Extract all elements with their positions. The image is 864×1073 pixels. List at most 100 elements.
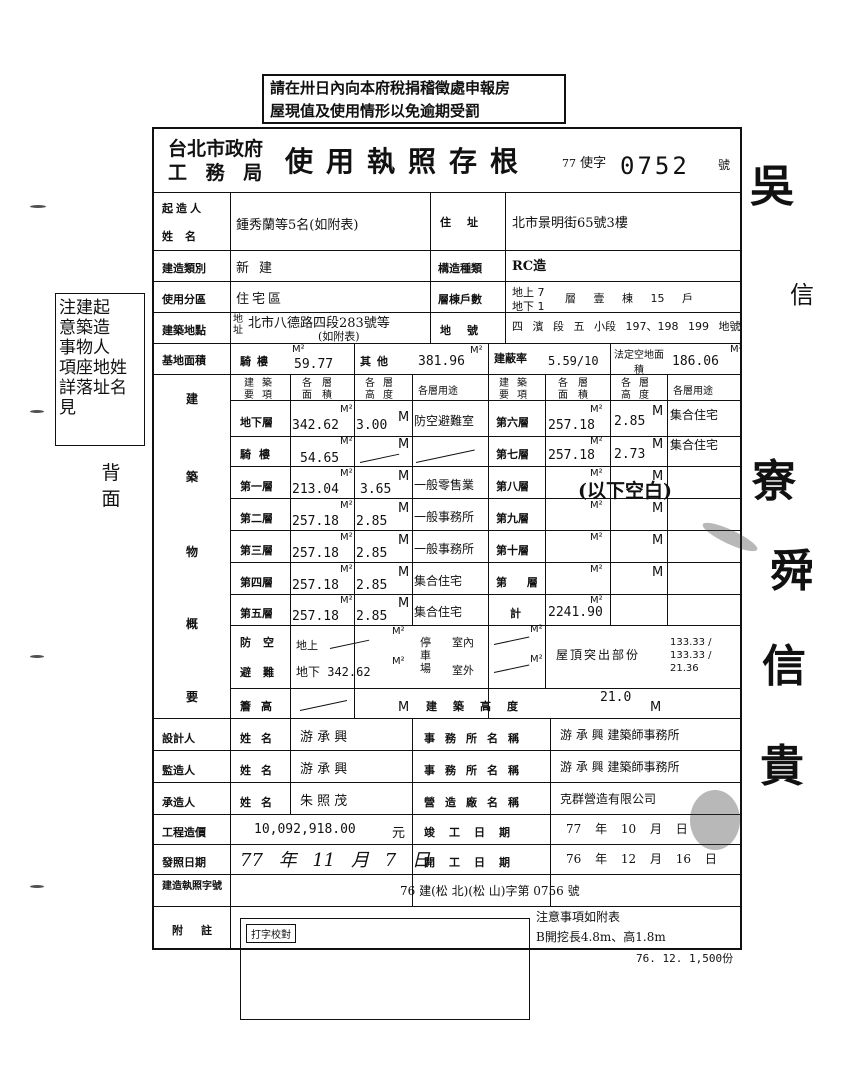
unit-m2: M² [590, 436, 603, 447]
cost-value: 10,092,918.00 [254, 822, 356, 837]
supervisor-name: 游 承 興 [300, 762, 348, 777]
col-line [667, 374, 668, 625]
contractor-name-label: 姓名 [240, 796, 282, 809]
col-header-height: 各層高度 [621, 378, 657, 401]
contractor-label: 承造人 [162, 796, 195, 809]
site-address-2: (如附表) [318, 330, 360, 343]
row-line [152, 281, 742, 282]
floor-area: 54.65 [300, 451, 340, 466]
floor-area: 342.62 [292, 418, 339, 433]
handwriting-char: 舜 [770, 546, 814, 597]
col-line [354, 343, 355, 718]
structure: RC造 [512, 259, 547, 274]
permit-form [152, 127, 742, 950]
col-line [430, 192, 431, 343]
floor-height: 2.73 [614, 447, 646, 462]
floor-use: 集合住宅 [670, 438, 719, 452]
total-area: 2241.90 [548, 605, 603, 620]
site-label: 建築地點 [162, 324, 206, 337]
applicant-name: 鍾秀蘭等5名(如附表) [236, 218, 359, 233]
building-height-label: 建築高度 [426, 700, 534, 713]
unit-m: M [398, 700, 410, 715]
notice-line-1: 請在卅日內向本府稅捐稽徵處申報房 [270, 79, 511, 97]
floor-name: 第 層 [496, 576, 538, 589]
floor-height: 2.85 [356, 514, 388, 529]
floor-area: 257.18 [292, 578, 339, 593]
supervisor-label: 監造人 [162, 764, 195, 777]
agency-line-2: 工 務 局 [168, 162, 269, 184]
handwriting-char: 信 [790, 281, 814, 309]
floor-area: 257.18 [292, 609, 339, 624]
unit-m: M [652, 533, 664, 548]
col-line [230, 192, 231, 950]
row-line [152, 750, 742, 751]
floor-name: 第三層 [240, 544, 273, 557]
row-line [152, 906, 742, 907]
designer-label: 設計人 [162, 732, 195, 745]
unit-m2: M² [590, 500, 603, 511]
section-char-3: 物 [186, 545, 199, 559]
row-line [152, 782, 742, 783]
row-line [230, 466, 742, 467]
lot-label: 地號 [440, 324, 494, 337]
unit-m: M [650, 700, 662, 715]
row-line [230, 400, 742, 401]
print-footer: 76. 12. 1,500份 [636, 952, 734, 965]
row-line [152, 192, 742, 193]
applicant-name-label: 姓名 [162, 230, 208, 243]
roof-values: 133.33 / 133.33 / 21.36 [670, 637, 712, 674]
contractor-office-label: 營造廠名稱 [424, 796, 529, 809]
unit-m2: M² [340, 595, 353, 606]
building-type: 新建 [236, 261, 283, 276]
completion-date: 77 年 10 月 日 [566, 822, 688, 836]
unit-m: M [398, 565, 410, 580]
unit-m: M [398, 501, 410, 516]
col-header-area: 各層面積 [302, 378, 342, 401]
section-char-4: 概 [186, 617, 199, 631]
parking-outdoor: 室外 [452, 664, 474, 677]
proofread-stamp [240, 918, 530, 1020]
row-line [152, 343, 742, 344]
floor-height: 2.85 [614, 414, 646, 429]
coverage-label: 建蔽率 [494, 352, 527, 365]
handwriting-char: 寮 [752, 456, 796, 507]
legal-space-area: 186.06 [672, 354, 719, 369]
unit-m: M [652, 565, 664, 580]
unit-m2: M² [340, 532, 353, 543]
zoning: 住宅區 [236, 292, 285, 307]
unit-m: M [652, 501, 664, 516]
eaves-label: 簷高 [240, 700, 282, 713]
supervisor-name-label: 姓名 [240, 764, 282, 777]
unit-m2: M² [392, 656, 405, 667]
col-line [545, 374, 546, 688]
floor-use: 一般事務所 [414, 542, 475, 556]
scan-mark [30, 410, 44, 413]
permit-number-suffix: 號 [718, 158, 734, 172]
permit-number: 0752 [620, 152, 690, 180]
floor-name: 第五層 [240, 607, 273, 620]
floor-name: 第八層 [496, 480, 529, 493]
floor-area: 257.18 [548, 418, 595, 433]
proofread-text: 打字校對 [246, 924, 296, 943]
unit-m: M [398, 596, 410, 611]
unit-m: M [652, 469, 664, 484]
shelter-label: 防空 [240, 636, 286, 649]
issue-date: 77 年 11 月 7 日 [240, 850, 430, 871]
unit-m: M [652, 404, 664, 419]
floor-use: 防空避難室 [414, 414, 475, 428]
floor-area: 213.04 [292, 482, 339, 497]
lot-number: 四 濱 段 五 小段 197、198 199 地號 [512, 320, 741, 333]
col-line [290, 374, 291, 718]
site-sub-label: 地址 [233, 314, 243, 336]
applicant-address: 北市景明街65號3樓 [512, 216, 628, 231]
col-header-area: 各層面積 [558, 378, 598, 401]
floor-use: 集合住宅 [414, 574, 463, 588]
row-line [152, 312, 742, 313]
permit-value: 76 建(松 北)(松 山)字第 0756 號 [400, 884, 580, 898]
unit-m2: M² [292, 344, 305, 355]
scan-mark [30, 885, 44, 888]
building-height: 21.0 [600, 690, 632, 705]
floor-use: 一般事務所 [414, 510, 475, 524]
designer-name-label: 姓名 [240, 732, 282, 745]
floor-height: 2.85 [356, 609, 388, 624]
